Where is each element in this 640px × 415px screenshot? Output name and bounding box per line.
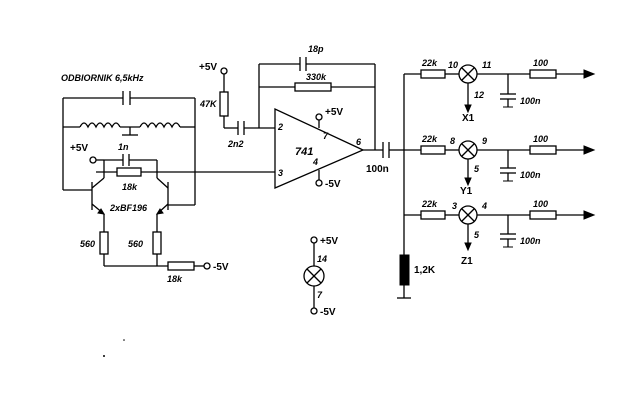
lamp-supply-pos-terminal bbox=[310, 236, 318, 244]
output-bus: 1,2K bbox=[397, 74, 436, 299]
channel-x1-resistor-22k bbox=[420, 69, 446, 79]
channel-y1-output-arrow-icon bbox=[583, 145, 596, 155]
channel-y1-label: Y1 bbox=[460, 186, 473, 197]
resistor-560-left-label: 560 bbox=[80, 239, 95, 249]
resistor-18k-top bbox=[116, 167, 142, 177]
lamp-supply-pos-label: +5V bbox=[320, 236, 338, 247]
capacitor-100n-output-label: 100n bbox=[366, 164, 389, 175]
opamp-pin-2: 2 bbox=[277, 122, 283, 132]
opamp-vcc-label: +5V bbox=[325, 107, 343, 118]
transistor-right bbox=[156, 172, 195, 232]
opamp-pin-3: 3 bbox=[278, 168, 283, 178]
resistor-47k bbox=[219, 91, 229, 117]
stray-dot bbox=[123, 339, 125, 341]
supply-pos-label-bias: +5V bbox=[199, 62, 217, 73]
channel-z1-pin-in: 3 bbox=[452, 201, 457, 211]
opamp-vcc-terminal bbox=[315, 113, 323, 121]
lamp-pin-top: 14 bbox=[317, 254, 327, 264]
opamp-name: 741 bbox=[295, 146, 313, 158]
supply-pos-terminal-bias bbox=[220, 67, 228, 75]
channel-z1-pin-bottom: 5 bbox=[474, 230, 480, 240]
resistor-18k-bottom-label: 18k bbox=[167, 274, 183, 284]
receiver-front-end: ODBIORNIK 6,5kHz +5V 1n bbox=[61, 73, 275, 284]
capacitor-18p-label: 18p bbox=[308, 44, 324, 54]
channel-x1-label: X1 bbox=[462, 113, 475, 124]
resistor-330k-label: 330k bbox=[306, 72, 327, 82]
channel-y1-pin-out: 9 bbox=[482, 136, 487, 146]
resistor-560-right-label: 560 bbox=[128, 239, 143, 249]
channel-x1-output-arrow-icon bbox=[583, 69, 596, 79]
channel-y1-capacitor-label: 100n bbox=[520, 170, 541, 180]
supply-neg-label-left: -5V bbox=[213, 262, 229, 273]
channel-y1: 22k 8 9 5 Y1 100n 100 bbox=[404, 134, 596, 197]
channel-y1-resistor-22k bbox=[420, 145, 446, 155]
capacitor-2n2-label: 2n2 bbox=[227, 139, 244, 149]
tank-coil bbox=[79, 122, 181, 129]
channel-z1-resistor-100-label: 100 bbox=[533, 199, 548, 209]
resistor-18k-bottom bbox=[167, 261, 195, 271]
opamp-pin-4: 4 bbox=[312, 157, 318, 167]
opamp-vee-label: -5V bbox=[325, 179, 341, 190]
resistor-1k2-label: 1,2K bbox=[414, 265, 436, 276]
lamp-pin-bottom: 7 bbox=[317, 290, 323, 300]
channel-x1-resistor-22k-label: 22k bbox=[421, 58, 438, 68]
channel-z1-capacitor-label: 100n bbox=[520, 236, 541, 246]
channel-x1-pin-in: 10 bbox=[448, 60, 458, 70]
supply-pos-label: +5V bbox=[70, 143, 88, 154]
resistor-560-left bbox=[99, 231, 109, 255]
opamp-stage: +5V 47K 2n2 18p 330k 741 2 3 6 7 4 bbox=[199, 44, 404, 190]
channel-y1-resistor-100 bbox=[529, 145, 557, 155]
channel-x1-pin-bottom: 12 bbox=[474, 90, 484, 100]
channel-z1-resistor-100 bbox=[529, 210, 557, 220]
resistor-47k-label: 47K bbox=[199, 99, 218, 109]
channel-x1-resistor-100 bbox=[529, 69, 557, 79]
channel-y1-pin-in: 8 bbox=[450, 136, 455, 146]
channel-z1-label: Z1 bbox=[461, 256, 473, 267]
lamp-supply-neg-terminal bbox=[310, 307, 318, 315]
stray-dot bbox=[103, 355, 105, 357]
supply-neg-terminal-left bbox=[203, 262, 211, 270]
resistor-18k-top-label: 18k bbox=[122, 182, 138, 192]
opamp-vee-terminal bbox=[315, 179, 323, 187]
channel-y1-resistor-100-label: 100 bbox=[533, 134, 548, 144]
resistor-1k2 bbox=[399, 254, 410, 286]
transistor-left bbox=[63, 172, 105, 232]
resistor-560-right bbox=[152, 231, 162, 255]
capacitor-1n-label: 1n bbox=[118, 142, 129, 152]
channel-x1-resistor-100-label: 100 bbox=[533, 58, 548, 68]
channel-x1-pin-out: 11 bbox=[482, 60, 491, 70]
indicator-lamp: +5V 14 7 -5V bbox=[303, 236, 338, 318]
channel-y1-resistor-22k-label: 22k bbox=[421, 134, 438, 144]
channel-x1: 22k 10 11 12 X1 100n 100 bbox=[404, 58, 596, 124]
channel-z1: 22k 3 4 5 Z1 100n 100 bbox=[404, 199, 596, 267]
transistor-type-label: 2xBF196 bbox=[109, 203, 148, 213]
resistor-330k bbox=[294, 82, 332, 92]
opamp-pin-6: 6 bbox=[356, 137, 362, 147]
circuit-title: ODBIORNIK 6,5kHz bbox=[61, 73, 144, 83]
channel-z1-resistor-22k bbox=[420, 210, 446, 220]
channel-z1-resistor-22k-label: 22k bbox=[421, 199, 438, 209]
channel-z1-output-arrow-icon bbox=[583, 210, 596, 220]
channel-x1-capacitor-label: 100n bbox=[520, 96, 541, 106]
channel-z1-pin-out: 4 bbox=[481, 201, 487, 211]
channel-y1-pin-bottom: 5 bbox=[474, 164, 480, 174]
opamp-741 bbox=[274, 107, 365, 189]
supply-pos-terminal bbox=[89, 156, 97, 164]
opamp-pin-7: 7 bbox=[323, 131, 329, 141]
lamp-supply-neg-label: -5V bbox=[320, 307, 336, 318]
